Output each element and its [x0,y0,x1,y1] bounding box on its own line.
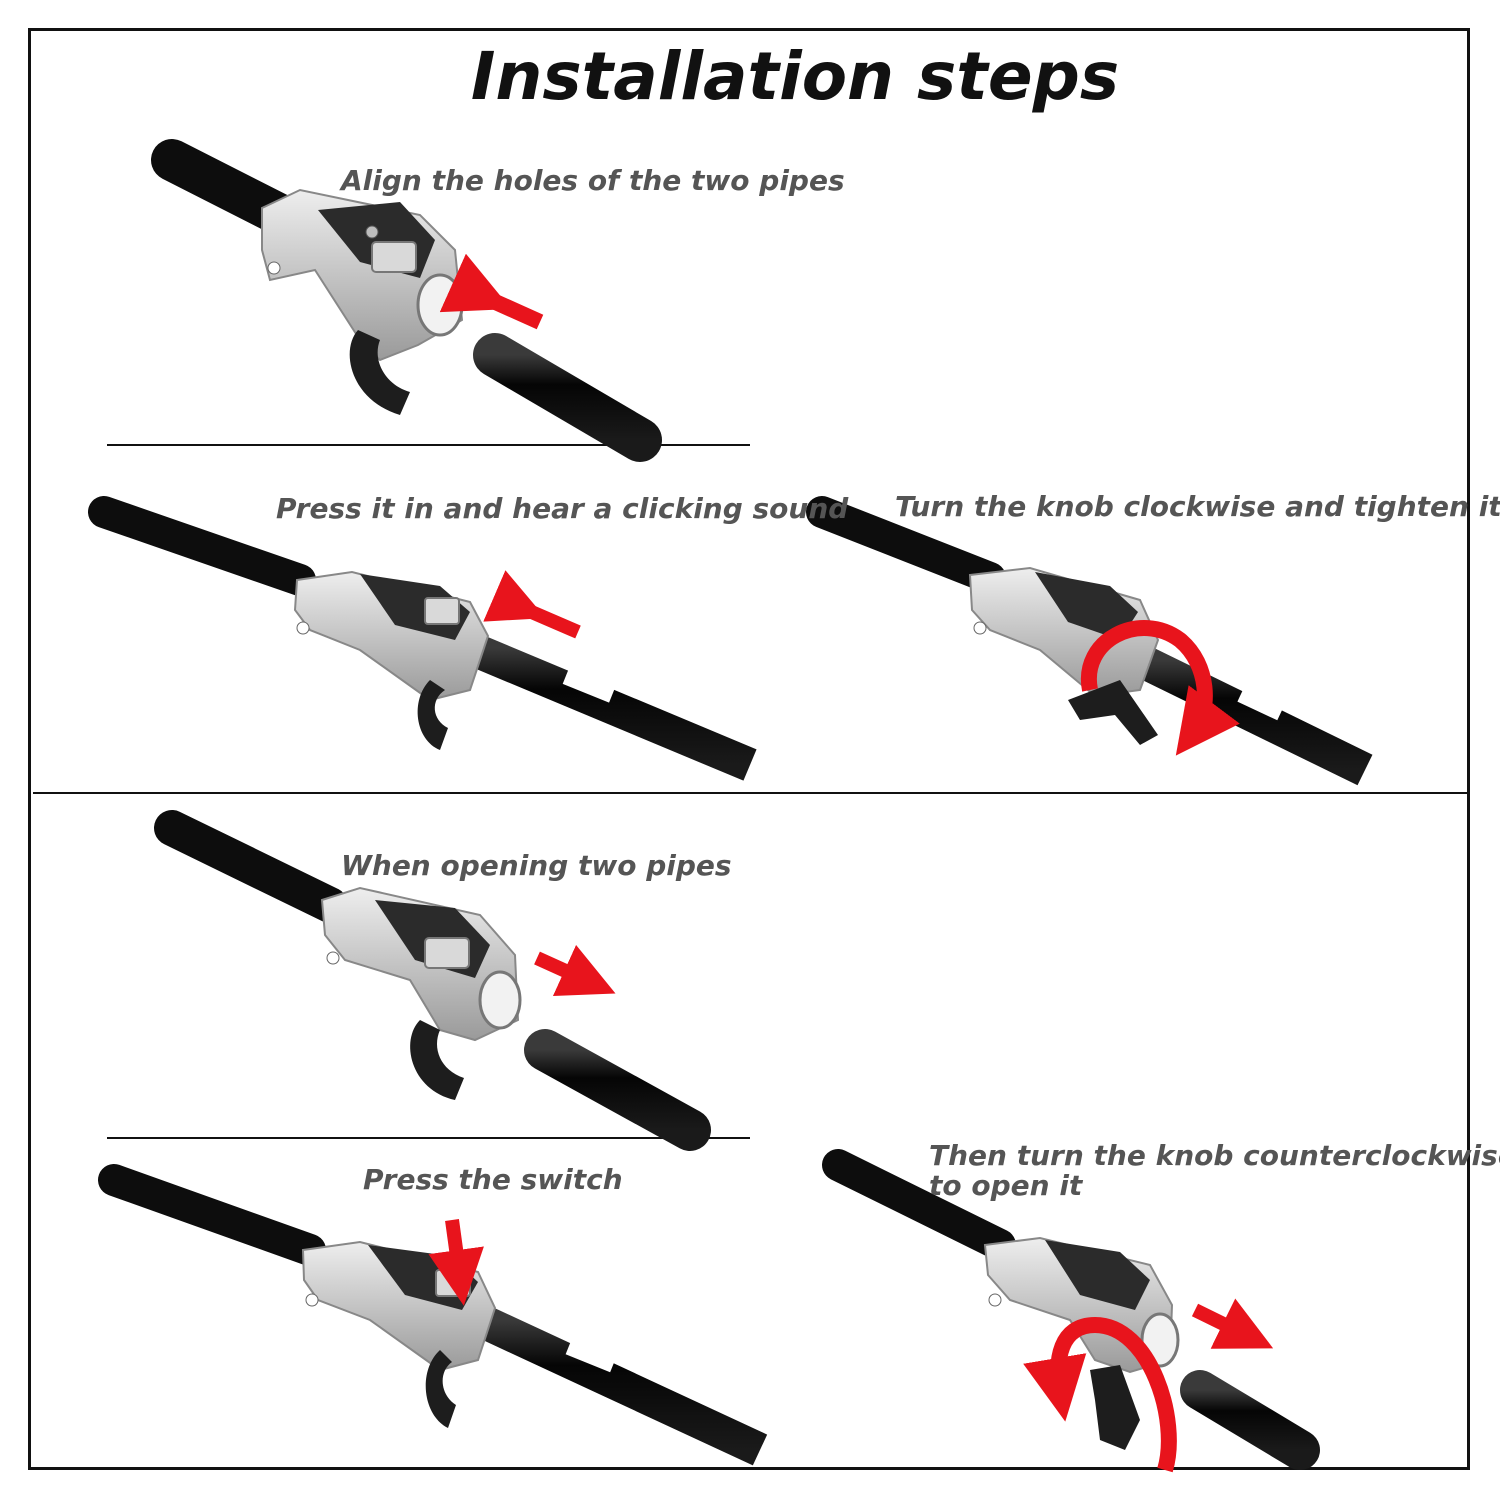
step6-illustration [822,1149,1320,1473]
step3-caption: Turn the knob clockwise and tighten it [895,490,1500,523]
divider-step4 [107,1137,750,1139]
step6-caption-line1: Then turn the knob counterclockwise [929,1139,1500,1172]
step2-illustration [88,496,757,781]
step4-caption: When opening two pipes [341,849,732,882]
step6-caption-line2: to open it [929,1169,1083,1202]
step2-caption: Press it in and hear a clicking sound [276,492,849,525]
divider-section [33,792,1467,794]
divider-step1 [107,444,750,446]
page-title: Installation steps [470,38,1120,115]
step5-illustration [98,1164,768,1466]
step1-caption: Align the holes of the two pipes [341,164,845,197]
step1-illustration [151,139,662,462]
step3-illustration [806,496,1373,786]
outer-frame [28,28,1470,1470]
step4-illustration [154,810,711,1151]
step5-caption: Press the switch [363,1163,623,1196]
